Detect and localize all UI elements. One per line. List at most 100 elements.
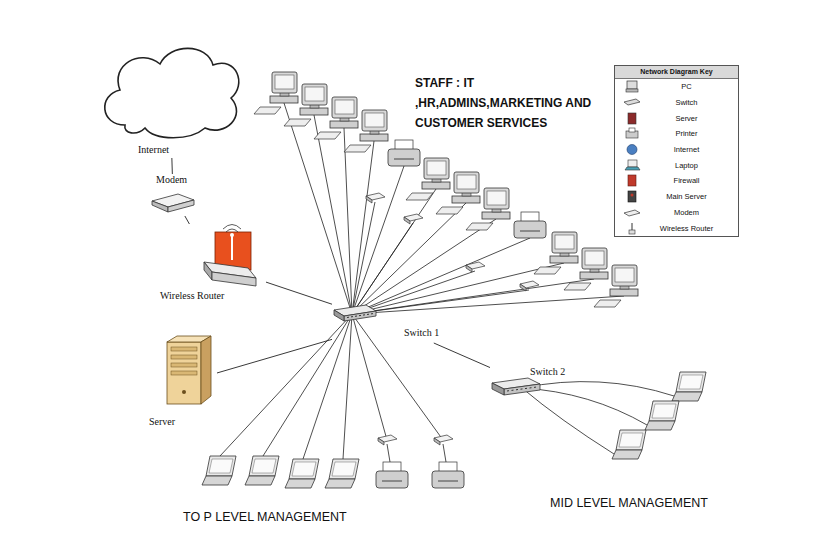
- pc-icon: [534, 232, 578, 274]
- network-node: Server: [145, 336, 217, 431]
- pc-icon: [564, 248, 608, 290]
- switch-port: [512, 390, 514, 391]
- printer-paper: [383, 462, 401, 472]
- hub-icon: [434, 435, 453, 445]
- network-wire: [220, 314, 352, 456]
- laptop-base: [245, 476, 275, 485]
- pc-screen: [275, 75, 294, 89]
- laptop-screen: [249, 456, 279, 476]
- laptop-base: [325, 479, 355, 488]
- pc-case: [482, 212, 510, 219]
- pc-monitor: [484, 188, 509, 209]
- network-wire: [352, 279, 594, 314]
- pc-monitor: [272, 72, 297, 93]
- network-wire: [352, 296, 624, 314]
- printer-body: [432, 471, 464, 488]
- switch-port: [359, 315, 361, 316]
- node-label: Server: [149, 416, 175, 428]
- laptop-screen: [329, 459, 359, 479]
- legend-text: Firewall: [643, 176, 738, 185]
- pc-icon: [406, 158, 450, 200]
- key-laptop: [628, 160, 637, 167]
- modem-side: [168, 200, 194, 212]
- legend-text: Printer: [643, 129, 738, 138]
- pc-monitor: [612, 265, 637, 286]
- pc-screen: [585, 251, 604, 265]
- router-antenna-tip: [230, 233, 234, 237]
- legend-row: Laptop: [615, 157, 738, 173]
- device-group: [202, 72, 706, 488]
- internet-cloud: [105, 48, 239, 137]
- legend-row: Internet: [615, 142, 738, 158]
- network-wire: [387, 444, 390, 462]
- pc-case: [360, 134, 388, 141]
- pc-case: [580, 272, 608, 279]
- legend-text: Laptop: [643, 161, 738, 170]
- network-cable: [171, 158, 173, 174]
- network-wire: [522, 388, 647, 425]
- legend-row: Server: [615, 110, 738, 126]
- legend-icon: [621, 143, 643, 156]
- group-label: TO P LEVEL MANAGEMENT: [183, 509, 347, 525]
- pc-case: [610, 289, 638, 296]
- pc-keyboard: [406, 193, 433, 200]
- laptop-base: [612, 450, 642, 459]
- switch-port: [351, 316, 353, 317]
- network-cable: [434, 343, 490, 368]
- legend-icon: [621, 222, 643, 235]
- node-label: Wireless Router: [160, 290, 224, 302]
- network-wire: [352, 203, 466, 314]
- laptop-icon: [672, 372, 706, 401]
- pc-screen: [427, 161, 446, 175]
- key-firewall: [628, 175, 636, 186]
- hub-side: [366, 196, 372, 203]
- switch-port: [507, 390, 509, 391]
- laptop-base: [645, 421, 675, 430]
- pc-keyboard: [534, 267, 561, 274]
- pc-keyboard: [466, 223, 493, 230]
- printer-slot: [382, 481, 402, 482]
- network-wire: [522, 382, 674, 396]
- laptop-icon: [612, 430, 646, 459]
- legend-title: Network Diagram Key: [615, 66, 738, 79]
- legend-icon: [621, 206, 643, 219]
- legend-row: Main Server: [615, 189, 738, 205]
- router-antenna: [231, 236, 233, 260]
- printer-icon: [514, 212, 546, 238]
- server-button: [182, 390, 186, 394]
- laptop-icon: [645, 401, 679, 430]
- pc-monitor: [302, 84, 327, 105]
- legend-text: Switch: [643, 98, 738, 107]
- pc-monitor: [552, 232, 577, 253]
- server-bay: [171, 355, 197, 359]
- pc-monitor: [332, 97, 357, 118]
- legend-text: Internet: [643, 145, 738, 154]
- legend-icon: [621, 80, 643, 93]
- network-wire: [352, 166, 404, 314]
- printer-paper: [439, 462, 457, 472]
- key-modem: [624, 210, 640, 216]
- server-bay: [171, 347, 197, 351]
- legend-icon: [621, 127, 643, 140]
- legend-row: Switch: [615, 95, 738, 111]
- laptop-screen: [289, 459, 319, 479]
- pc-case: [550, 256, 578, 263]
- laptop-icon: [245, 456, 279, 485]
- legend-row: Firewall: [615, 173, 738, 189]
- pc-case: [330, 121, 358, 128]
- pc-icon: [344, 110, 388, 152]
- pc-case: [270, 96, 298, 103]
- hub-icon: [404, 214, 423, 224]
- node-label: Modem: [156, 174, 187, 186]
- laptop-icon: [285, 459, 319, 488]
- switch-port: [371, 313, 373, 314]
- switch-side: [334, 310, 344, 321]
- network-wire: [352, 141, 374, 314]
- legend-icon: [621, 96, 643, 109]
- key-main-server: [628, 191, 636, 202]
- hub-side: [434, 438, 440, 445]
- pc-keyboard: [594, 300, 621, 307]
- hub-icon: [466, 262, 485, 272]
- pc-monitor: [362, 110, 387, 131]
- server-front: [167, 342, 201, 404]
